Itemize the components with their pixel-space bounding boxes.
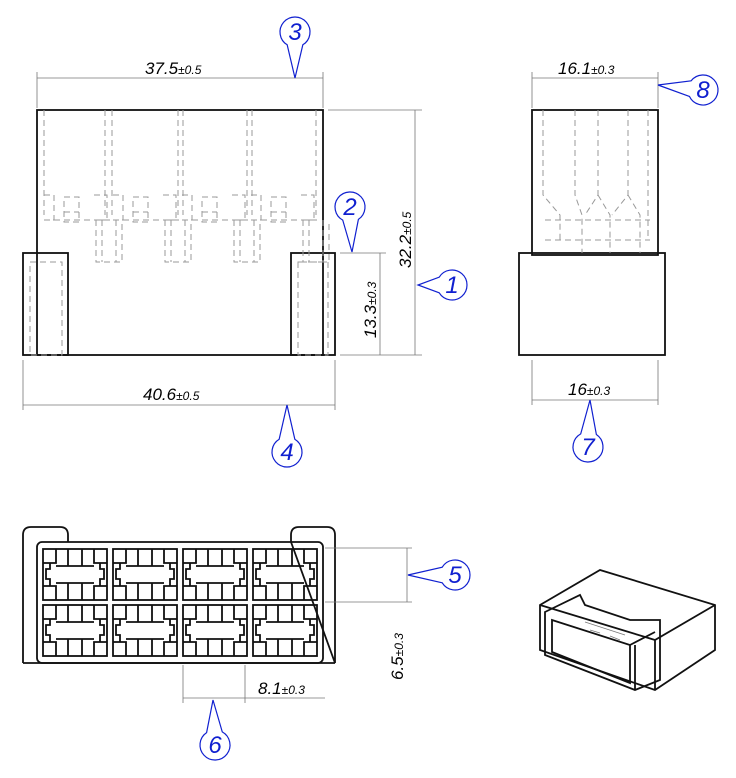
dimension-height-total: 32.2±0.5: [328, 109, 422, 356]
bottom-view: [22, 526, 336, 664]
balloon-6: 6: [199, 699, 231, 761]
svg-text:16±0.3: 16±0.3: [568, 380, 611, 399]
isometric-view: [539, 569, 716, 691]
terminal-cavity: [112, 604, 178, 657]
svg-text:13.3±0.3: 13.3±0.3: [361, 281, 380, 338]
front-view: [22, 109, 336, 356]
balloon-7: 7: [572, 399, 604, 463]
terminal-cavity: [42, 548, 108, 601]
terminal-cavity: [42, 604, 108, 657]
dimension-width-top: 37.5±0.5: [36, 59, 324, 108]
dimension-cell-pitch: 8.1±0.3: [182, 665, 325, 703]
dimension-cell-height: 6.5±0.3: [325, 547, 412, 680]
balloon-label: 4: [280, 439, 293, 466]
balloon-8: 8: [657, 74, 719, 106]
svg-text:37.5±0.5: 37.5±0.5: [145, 59, 202, 78]
balloon-1: 1: [416, 269, 468, 301]
dimension-height-lower: 13.3±0.3: [340, 252, 386, 355]
dimension-side-bottom: 16±0.3: [531, 360, 659, 405]
terminal-cavity: [252, 548, 318, 601]
balloon-4: 4: [271, 404, 303, 468]
balloon-label: 8: [696, 77, 710, 104]
dimension-width-bottom: 40.6±0.5: [22, 360, 336, 410]
balloon-label: 6: [208, 732, 222, 759]
terminal-cavity: [112, 548, 178, 601]
balloon-label: 2: [342, 194, 356, 221]
terminal-cavity: [182, 604, 248, 657]
side-view: [518, 109, 666, 356]
dimension-side-top: 16.1±0.3: [531, 59, 659, 108]
balloon-label: 5: [448, 562, 462, 589]
svg-text:6.5±0.3: 6.5±0.3: [388, 633, 407, 680]
balloon-label: 1: [445, 272, 458, 299]
svg-text:16.1±0.3: 16.1±0.3: [558, 59, 615, 78]
terminal-cavity: [252, 604, 318, 657]
balloon-5: 5: [407, 559, 471, 591]
balloon-label: 3: [288, 19, 302, 46]
balloon-2: 2: [334, 191, 366, 253]
svg-text:40.6±0.5: 40.6±0.5: [143, 385, 200, 404]
balloon-label: 7: [581, 434, 596, 461]
svg-text:32.2±0.5: 32.2±0.5: [396, 211, 415, 268]
balloon-3: 3: [279, 16, 311, 79]
terminal-cavity: [182, 548, 248, 601]
svg-text:8.1±0.3: 8.1±0.3: [258, 679, 305, 698]
